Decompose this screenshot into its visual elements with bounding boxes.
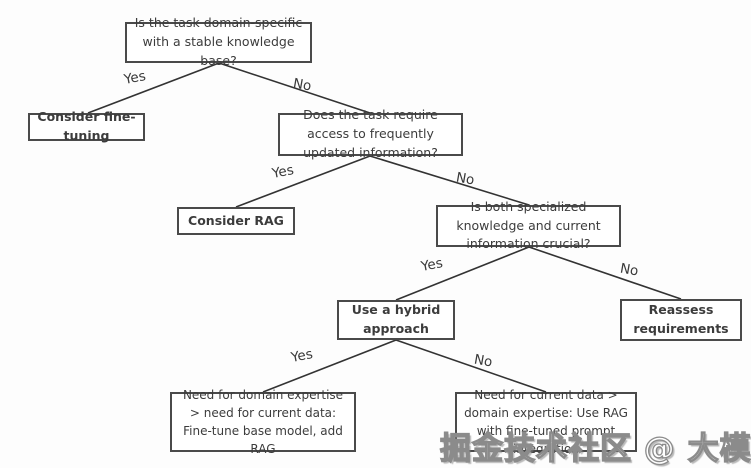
edge-q1-yes [87, 62, 220, 114]
edge-q3-no [528, 246, 682, 300]
edge-hybrid-no [395, 339, 547, 393]
decision-node-domain-specific: Is the task domain-specific with a stabl… [125, 15, 312, 68]
edge-q1-no [218, 62, 371, 114]
edge-label-no-3: No [618, 260, 640, 280]
decision-node-both-crucial: Is both specialized knowledge and curren… [436, 199, 621, 251]
edge-label-no-1: No [291, 75, 313, 95]
edge-label-no-4: No [472, 351, 494, 371]
edge-q3-yes [395, 246, 530, 301]
watermark-text: 掘金技术社区 @ 大模型开发 [439, 430, 751, 467]
outcome-node-domain-expertise-first: Need for domain expertise > need for cur… [170, 388, 356, 456]
action-node-consider-rag: Consider RAG [177, 207, 295, 235]
decision-node-frequently-updated: Does the task require access to frequent… [278, 107, 463, 160]
edge-label-no-2: No [454, 169, 476, 189]
action-node-hybrid-approach: Use a hybrid approach [337, 300, 455, 340]
edge-q2-no [369, 155, 530, 206]
edge-q2-yes [235, 155, 371, 208]
edge-hybrid-yes [262, 339, 397, 393]
action-node-consider-fine-tuning: Consider fine-tuning [28, 109, 145, 143]
action-node-reassess-requirements: Reassess requirements [620, 299, 742, 341]
